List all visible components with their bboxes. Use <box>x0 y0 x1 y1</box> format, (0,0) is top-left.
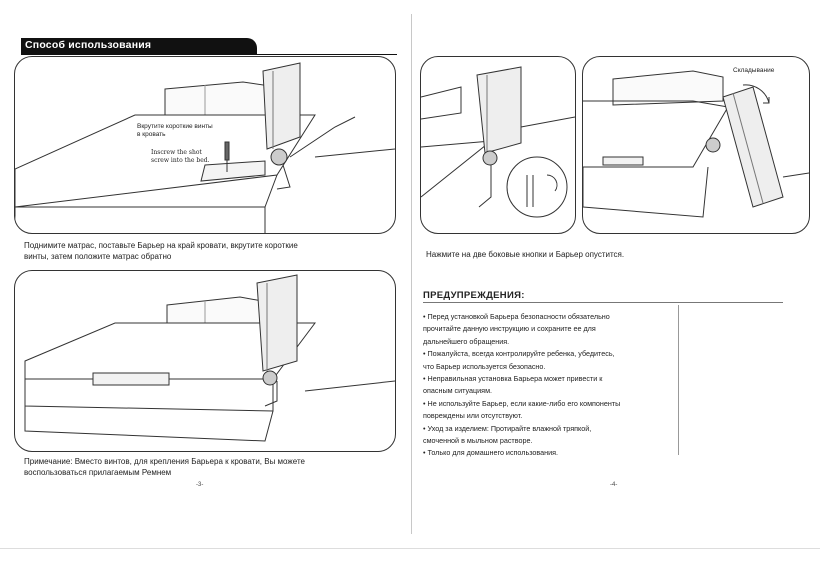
left-page: Способ использования <box>14 38 397 488</box>
illustration-release-buttons <box>421 66 575 218</box>
bottom-edge <box>0 548 820 549</box>
annotation-screw-en: Inscrew the shot screw into the bed. <box>151 149 210 164</box>
warning-line: повреждены или отсутствуют. <box>423 411 523 421</box>
panel-folding: Складывание <box>582 56 810 234</box>
page-number-right: -4- <box>610 482 618 488</box>
illustration-bed-strap <box>24 274 395 442</box>
panel-release-buttons <box>420 56 576 234</box>
illustration-folding <box>583 70 809 218</box>
warning-line: опасным ситуациям. <box>423 386 493 396</box>
annotation-screw-ru: Вкрутите короткие винты в кровать <box>137 123 213 138</box>
warning-line: смоченной в мыльном растворе. <box>423 436 533 446</box>
section-header: Способ использования <box>21 38 257 55</box>
warning-line: • Перед установкой Барьера безопасности … <box>423 312 610 321</box>
caption-install-strap: Примечание: Вместо винтов, для крепления… <box>24 457 305 477</box>
panel-install-strap <box>14 270 396 452</box>
warnings-rule <box>423 302 783 303</box>
panel-install-screws: Вкрутите короткие винты в кровать Inscre… <box>14 56 396 234</box>
illustration-bed-screws <box>15 62 395 233</box>
warning-line: • Только для домашнего использования. <box>423 448 559 458</box>
warning-line: • Неправильная установка Барьера может п… <box>423 374 603 384</box>
warning-line: • Не используйте Барьер, если какие-либо… <box>423 398 621 408</box>
right-page: Складывание Нажмите на две боковые кнопк… <box>414 0 820 561</box>
warning-line: • Уход за изделием: Протирайте влажной т… <box>423 423 592 433</box>
warnings-title: ПРЕДУПРЕЖДЕНИЯ: <box>423 290 525 301</box>
warnings-side-rule <box>678 305 679 455</box>
caption-install-screws: Поднимите матрас, поставьте Барьер на кр… <box>24 241 298 261</box>
page-number-left: -3- <box>196 482 204 488</box>
header-rule <box>257 54 397 55</box>
warnings-list: • Перед установкой Барьера безопасности … <box>423 311 673 460</box>
warning-line: что Барьер используется безопасно. <box>423 361 546 371</box>
warning-line: дальнейшего обращения. <box>423 336 510 346</box>
section-title: Способ использования <box>25 39 152 51</box>
caption-release: Нажмите на две боковые кнопки и Барьер о… <box>426 250 625 259</box>
warning-line: • Пожалуйста, всегда контролируйте ребен… <box>423 349 615 359</box>
page-gutter <box>411 14 412 534</box>
warning-line: прочитайте данную инструкцию и сохраните… <box>423 324 596 334</box>
annotation-folding: Складывание <box>733 67 775 74</box>
